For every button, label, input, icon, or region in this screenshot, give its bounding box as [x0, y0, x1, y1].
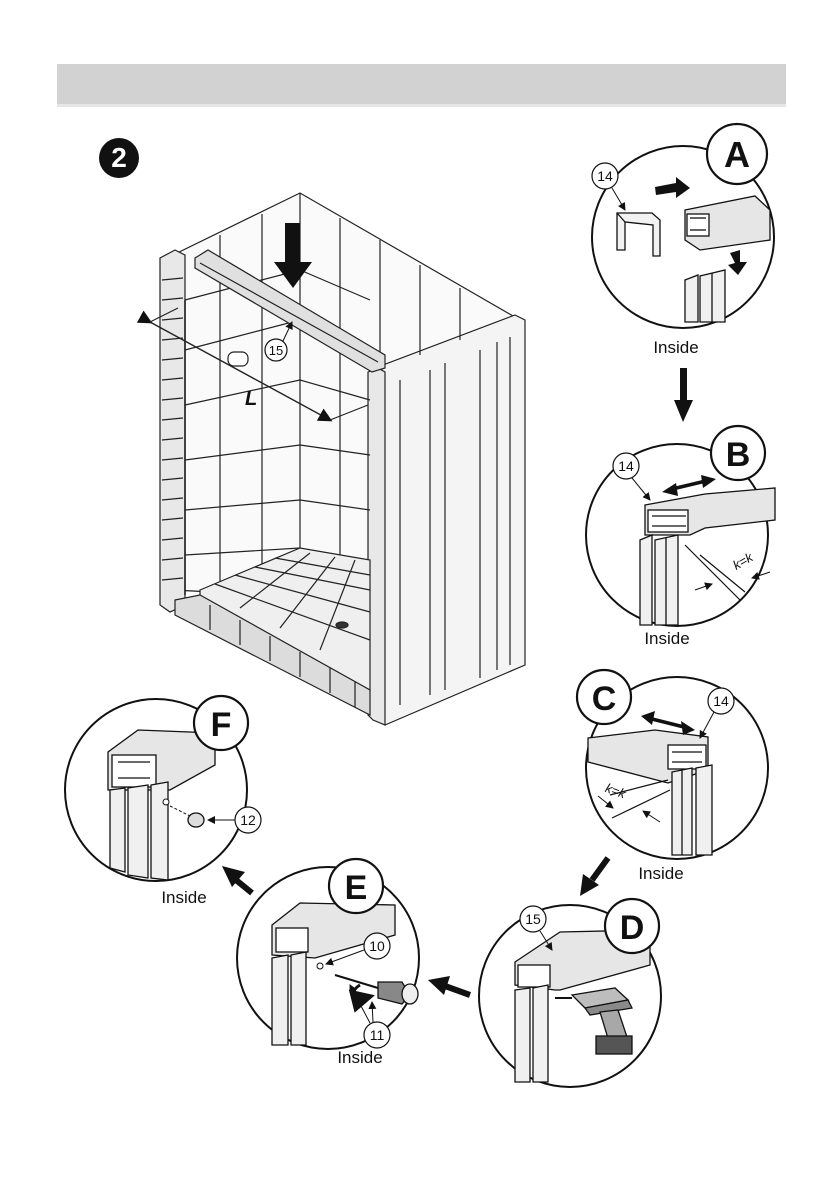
dimension-label: L [245, 388, 257, 410]
flow-arrow-d-to-e-icon [428, 976, 470, 995]
detail-F-part-label: 12 [240, 812, 256, 828]
detail-letter-B: B [726, 436, 751, 474]
detail-D: D 15 [479, 899, 661, 1087]
detail-E-caption: Inside [337, 1048, 382, 1067]
shower-enclosure-view [150, 193, 525, 725]
detail-letter-D: D [620, 909, 645, 947]
detail-B-part-label: 14 [618, 458, 634, 474]
detail-E: E 10 11 Inside [237, 859, 419, 1067]
detail-letter-A: A [724, 134, 750, 175]
part-15-label: 15 [269, 343, 283, 358]
detail-letter-E: E [345, 869, 368, 907]
flow-arrow-a-to-b-icon [674, 368, 693, 422]
cap-icon [188, 813, 204, 827]
detail-C: k=k C 14 Inside [577, 670, 768, 883]
detail-E-tool-label: 11 [370, 1027, 385, 1043]
detail-letter-C: C [592, 680, 617, 718]
flow-arrow-c-to-d-icon [580, 858, 608, 896]
detail-E-screw-label: 10 [369, 938, 385, 954]
detail-A-part-label: 14 [597, 168, 613, 184]
detail-C-caption: Inside [638, 864, 683, 883]
detail-C-part-label: 14 [713, 693, 729, 709]
detail-D-part-label: 15 [525, 911, 541, 927]
detail-B: k=k B 14 Inside [586, 426, 775, 648]
detail-letter-F: F [211, 706, 232, 744]
detail-A: A 14 Inside [592, 124, 774, 357]
detail-B-caption: Inside [644, 629, 689, 648]
detail-A-caption: Inside [653, 338, 698, 357]
detail-F-caption: Inside [161, 888, 206, 907]
flow-arrow-e-to-f-icon [222, 866, 252, 893]
